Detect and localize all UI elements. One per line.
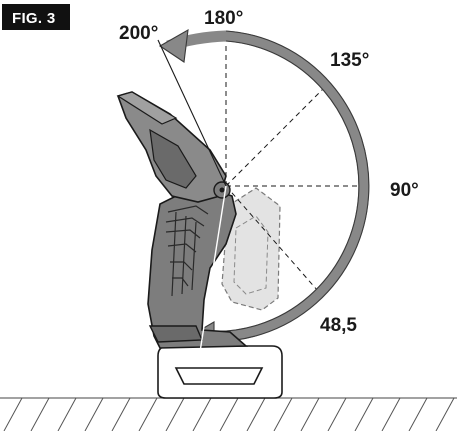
ghost-tool-head bbox=[221, 187, 281, 311]
arrowhead-left-icon bbox=[158, 28, 189, 63]
rotation-arc-outline bbox=[204, 30, 370, 342]
guide-lines bbox=[225, 44, 367, 292]
tool-grip bbox=[147, 189, 249, 349]
grip-texture bbox=[165, 205, 209, 297]
angle-label-200: 200° bbox=[119, 23, 158, 44]
angle-label-135: 135° bbox=[330, 50, 369, 71]
battery-slot bbox=[174, 367, 264, 385]
angle-label-180: 180° bbox=[204, 8, 243, 29]
tool-head-window bbox=[149, 128, 197, 189]
pivot-center bbox=[219, 187, 225, 193]
ground-hatching bbox=[0, 397, 457, 431]
ghost-tool-inner bbox=[233, 215, 269, 295]
guide-200 bbox=[157, 39, 227, 187]
figure-label-text: FIG. 3 bbox=[12, 10, 55, 27]
figure-label-box bbox=[2, 4, 70, 30]
guide-0 bbox=[199, 185, 227, 353]
power-tool bbox=[116, 91, 283, 399]
figure-label: FIG. 3 bbox=[2, 4, 70, 30]
angle-label-48: 48,5 bbox=[320, 315, 357, 336]
angle-label-90: 90° bbox=[390, 180, 419, 201]
rotation-arc bbox=[166, 30, 370, 342]
tool-head-top bbox=[116, 91, 178, 125]
grip-base bbox=[148, 325, 204, 343]
guide-135 bbox=[225, 86, 326, 187]
hatch-lines bbox=[3, 397, 455, 431]
